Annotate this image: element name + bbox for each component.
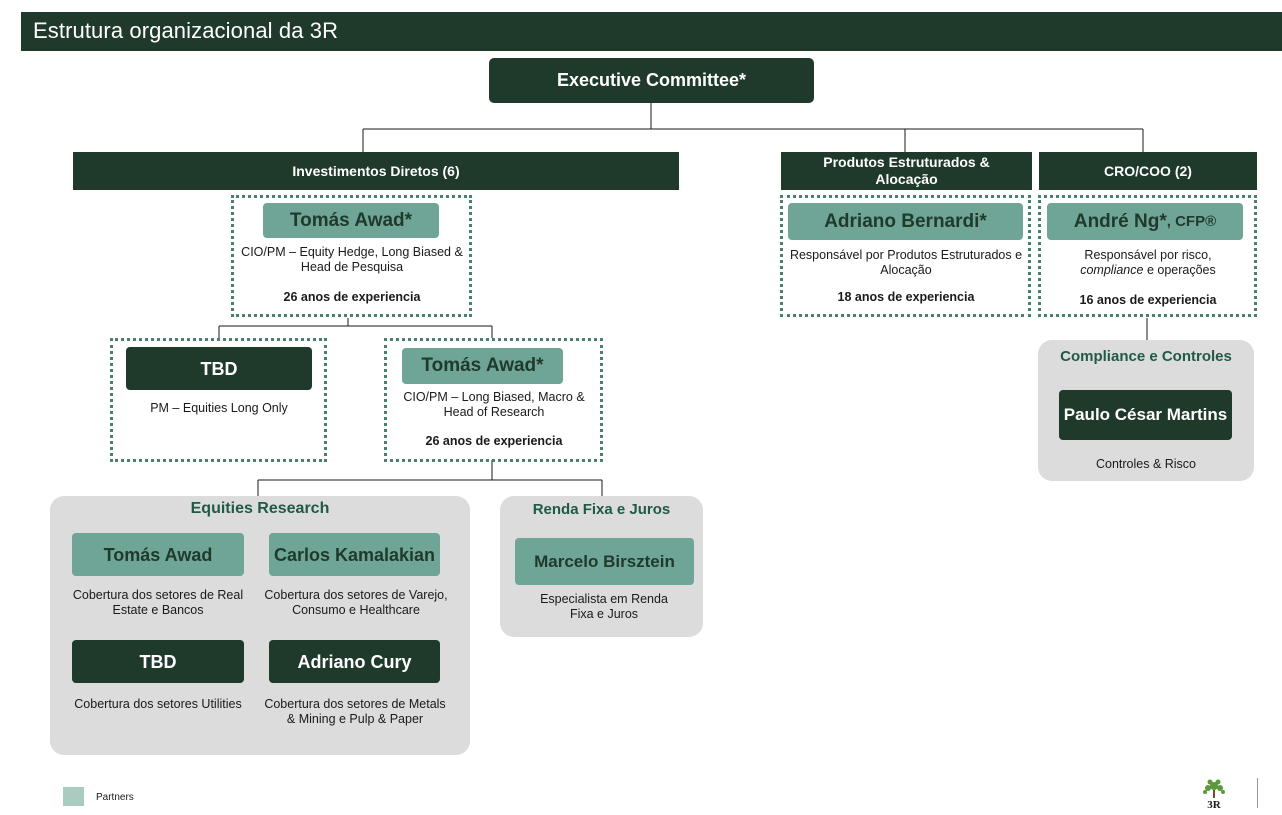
person-role: PM – Equities Long Only: [150, 401, 288, 415]
person-coverage: Cobertura dos setores de Varejo, Consumo…: [264, 588, 448, 617]
section-cro-coo: CRO/COO (2): [1039, 152, 1257, 190]
person-name: TBD: [126, 347, 312, 390]
person-coverage: Cobertura dos setores Utilities: [74, 697, 242, 711]
legend-swatch-partners: [63, 787, 84, 806]
person-name-adriano-cury: Adriano Cury: [269, 640, 440, 683]
person-experience: 18 anos de experiencia: [837, 290, 975, 304]
person-name: Tomás Awad*: [263, 203, 439, 238]
person-name: Paulo César Martins: [1059, 390, 1232, 440]
person-coverage: Cobertura dos setores de Real Estate e B…: [72, 588, 244, 617]
person-coverage: Cobertura dos setores de Metals & Mining…: [264, 697, 446, 726]
person-role-italic: compliance: [1080, 263, 1144, 277]
person-role: CIO/PM – Equity Hedge, Long Biased & Hea…: [241, 245, 463, 274]
page-title: Estrutura organizacional da 3R: [21, 12, 1282, 51]
panel-compliance-controles: Compliance e Controles Paulo César Marti…: [1038, 340, 1254, 481]
section-investimentos-diretos: Investimentos Diretos (6): [73, 152, 679, 190]
logo-text: 3R: [1207, 799, 1222, 810]
person-card-adriano-bernardi: Adriano Bernardi* Responsável por Produt…: [780, 195, 1031, 317]
person-role-line2: e operações: [1143, 263, 1216, 277]
panel-renda-fixa-juros: Renda Fixa e Juros Marcelo Birsztein Esp…: [500, 496, 703, 637]
person-name-tbd: TBD: [72, 640, 244, 683]
panel-equities-research: Equities Research Tomás Awad Cobertura d…: [50, 496, 470, 755]
person-name-tomas-awad: Tomás Awad: [72, 533, 244, 576]
person-experience: 26 anos de experiencia: [425, 434, 563, 448]
section-produtos-estruturados: Produtos Estruturados & Alocação: [781, 152, 1032, 190]
legend-label: Partners: [96, 792, 134, 803]
person-name: André Ng*, CFP®: [1047, 203, 1243, 240]
person-experience: 26 anos de experiencia: [283, 290, 421, 304]
company-logo: 3R: [1198, 778, 1230, 811]
person-card-tomas-awad-mid: Tomás Awad* CIO/PM – Long Biased, Macro …: [384, 338, 603, 462]
person-card-tomas-awad-top: Tomás Awad* CIO/PM – Equity Hedge, Long …: [231, 195, 472, 317]
person-name: Adriano Bernardi*: [788, 203, 1023, 240]
person-role-line1: Responsável por risco,: [1084, 248, 1212, 262]
person-name-main: André Ng*: [1073, 210, 1167, 232]
person-card-tbd-pm: TBD PM – Equities Long Only: [110, 338, 327, 462]
tree-logo-icon: 3R: [1203, 779, 1225, 811]
person-role: Controles & Risco: [1095, 457, 1197, 471]
person-card-andre-ng: André Ng*, CFP® Responsável por risco, c…: [1038, 195, 1257, 317]
person-role: Responsável por Produtos Estruturados e …: [789, 248, 1023, 277]
person-experience: 16 anos de experiencia: [1079, 293, 1217, 307]
person-name-carlos-kamalakian: Carlos Kamalakian: [269, 533, 440, 576]
person-name-suffix: , CFP®: [1166, 212, 1217, 230]
panel-title: Equities Research: [190, 500, 330, 517]
person-name: Tomás Awad*: [402, 348, 563, 384]
person-name: Marcelo Birsztein: [515, 538, 694, 585]
footer-divider: [1257, 778, 1258, 808]
person-role: CIO/PM – Long Biased, Macro & Head of Re…: [403, 390, 585, 419]
panel-title: Compliance e Controles: [1060, 348, 1232, 365]
panel-title: Renda Fixa e Juros: [532, 501, 671, 518]
person-role: Especialista em Renda Fixa e Juros: [540, 592, 668, 621]
executive-committee-box: Executive Committee*: [489, 58, 814, 103]
person-role: Responsável por risco, compliance e oper…: [1045, 248, 1251, 278]
